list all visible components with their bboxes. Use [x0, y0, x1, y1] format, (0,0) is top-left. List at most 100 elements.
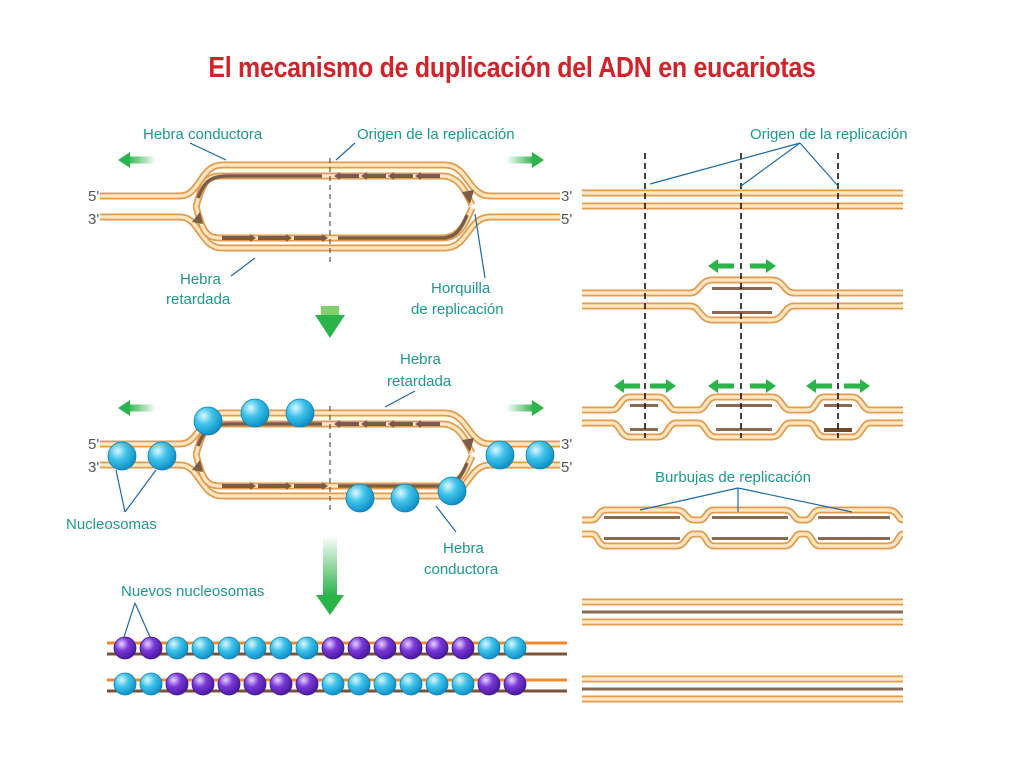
parental-strand-bottom — [100, 461, 560, 500]
page-title: El mecanismo de duplicación del ADN en e… — [208, 52, 816, 84]
new-strand-bottom-left — [192, 453, 330, 490]
label-hebra-conductora: Hebra conductora — [143, 126, 263, 143]
end-label-5-top: 5' — [88, 188, 99, 205]
parental-strand-top — [100, 161, 560, 200]
new-nucleosome — [477, 672, 501, 696]
right-direction-arrow-icon — [506, 152, 544, 168]
row3-arrow-icon — [708, 379, 734, 393]
okazaki-fragments-top — [334, 172, 440, 180]
label-hebra-retardada-2: retardada — [166, 291, 231, 308]
label-horquilla-2: de replicación — [411, 301, 504, 318]
multiple-origins-panel — [582, 153, 905, 703]
new-strand-top-right — [330, 420, 476, 455]
nucleosome — [147, 441, 177, 471]
label-origen-replicacion: Origen de la replicación — [357, 126, 515, 143]
new-nucleosome — [269, 672, 293, 696]
fork-arrow — [462, 438, 474, 452]
end-label-3-mid-right: 3' — [561, 436, 572, 453]
new-nucleosome — [113, 636, 137, 660]
label-horquilla-1: Horquilla — [431, 280, 491, 297]
end-label-3-top: 3' — [88, 211, 99, 228]
down-arrow-icon — [315, 306, 345, 338]
row2-left-arrow-icon — [708, 259, 734, 273]
label-hebra-conductora-mid-1: Hebra — [443, 540, 485, 557]
end-label-3-top-right: 3' — [561, 188, 572, 205]
okazaki-arrow — [192, 212, 203, 224]
new-nucleosome — [191, 672, 215, 696]
new-nucleosome — [165, 672, 189, 696]
row3-arrow-icon — [650, 379, 676, 393]
right-direction-arrow-icon — [506, 400, 544, 416]
new-nucleosome — [503, 636, 527, 660]
new-nucleosome — [425, 636, 449, 660]
nucleosome — [345, 483, 375, 513]
new-nucleosome — [347, 636, 371, 660]
new-nucleosome — [139, 636, 163, 660]
row3-top — [582, 393, 903, 414]
end-label-3-mid: 3' — [88, 459, 99, 476]
new-nucleosome — [425, 672, 449, 696]
new-nucleosome — [321, 636, 345, 660]
new-nucleosome — [373, 636, 397, 660]
new-nucleosome — [243, 636, 267, 660]
end-label-5-mid: 5' — [88, 436, 99, 453]
row4-top — [582, 506, 904, 524]
new-nucleosome — [399, 672, 423, 696]
new-nucleosome — [269, 636, 293, 660]
down-arrow-large-icon — [316, 535, 344, 615]
new-nucleosome — [217, 672, 241, 696]
okazaki-fragments-top — [334, 420, 440, 428]
row4-bottom — [582, 530, 905, 550]
new-nucleosome — [373, 672, 397, 696]
label-burbujas-replicacion: Burbujas de replicación — [655, 469, 811, 486]
row3-arrow-icon — [750, 379, 776, 393]
left-direction-arrow-icon — [118, 152, 156, 168]
nucleosome — [437, 476, 467, 506]
row2-top — [582, 276, 903, 297]
leading-strand-top — [196, 174, 322, 199]
parental-strand-bottom — [100, 213, 560, 252]
row3-arrow-icon — [844, 379, 870, 393]
new-nucleosome — [451, 672, 475, 696]
new-nucleosome — [477, 636, 501, 660]
new-nucleosome — [165, 636, 189, 660]
okazaki-fragments-bottom — [222, 482, 328, 490]
new-strand-top-right — [330, 172, 476, 207]
new-nucleosome — [295, 636, 319, 660]
label-hebra-retardada-mid-2: retardada — [387, 373, 452, 390]
new-strand-top-left — [192, 172, 330, 208]
label-hebra-conductora-mid-2: conductora — [424, 561, 499, 578]
new-nucleosome — [503, 672, 527, 696]
nucleosome — [485, 440, 515, 470]
fork-arrow — [462, 190, 474, 204]
nucleosome — [390, 483, 420, 513]
new-nucleosome — [451, 636, 475, 660]
nucleosome — [107, 441, 137, 471]
new-nucleosome-strands — [107, 636, 567, 696]
end-label-5-mid-right: 5' — [561, 459, 572, 476]
label-hebra-retardada-1: Hebra — [180, 271, 222, 288]
new-nucleosome — [295, 672, 319, 696]
label-hebra-retardada-mid-1: Hebra — [400, 351, 442, 368]
nucleosome — [240, 398, 270, 428]
replication-bubble-top — [100, 152, 560, 262]
new-nucleosome — [347, 672, 371, 696]
new-nucleosome — [191, 636, 215, 660]
label-nuevos-nucleosomas: Nuevos nucleosomas — [121, 583, 264, 600]
new-nucleosome — [113, 672, 137, 696]
row3-bottom — [582, 419, 903, 441]
replication-bubble-middle — [100, 398, 560, 513]
nucleosome — [285, 398, 315, 428]
left-direction-arrow-icon — [118, 400, 156, 416]
new-strand-bottom-left — [192, 205, 330, 242]
label-origen-replicacion-right: Origen de la replicación — [750, 126, 908, 143]
okazaki-arrow — [192, 460, 203, 472]
nucleosome — [193, 406, 223, 436]
leader-lines — [115, 142, 853, 638]
nucleosome — [525, 440, 555, 470]
new-nucleosome — [139, 672, 163, 696]
leading-strand-bottom — [338, 214, 469, 240]
row3-arrow-icon — [806, 379, 832, 393]
row3-arrow-icon — [614, 379, 640, 393]
